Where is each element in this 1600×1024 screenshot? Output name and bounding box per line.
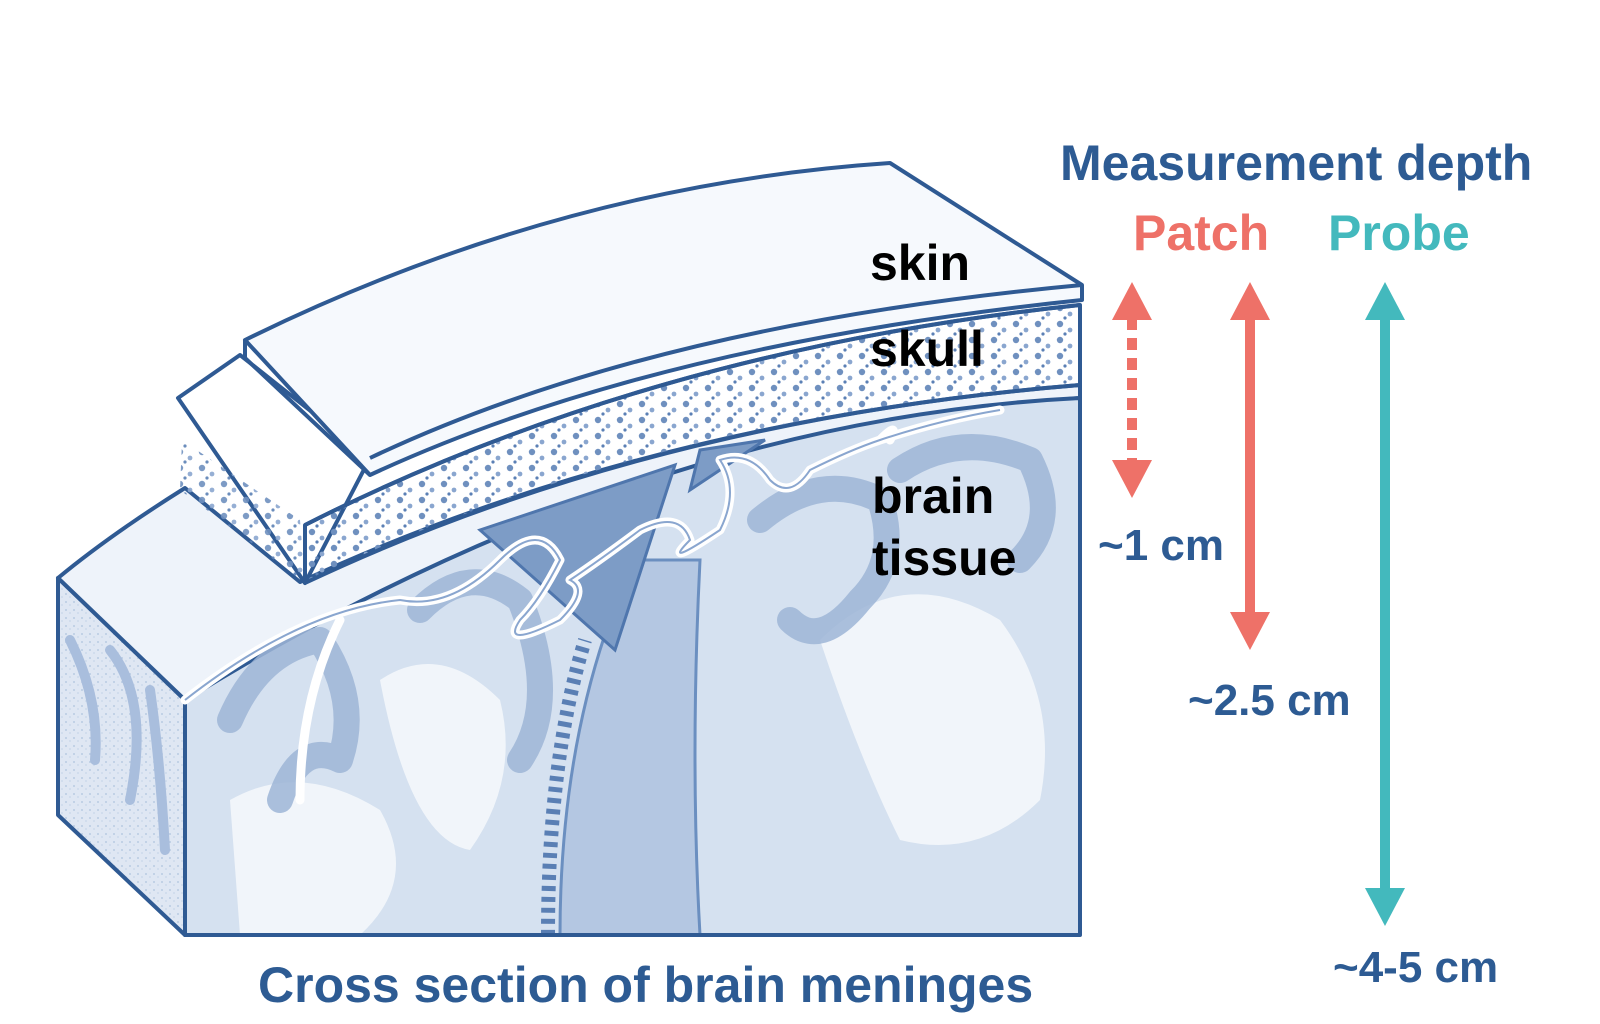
left-face-folds	[65, 635, 170, 855]
label-skull: skull	[870, 321, 984, 377]
probe-legend-label: Probe	[1328, 205, 1470, 261]
depth-label-2-5cm: ~2.5 cm	[1188, 676, 1351, 725]
probe-depth-arrow	[1365, 282, 1405, 926]
gyri-folds	[217, 434, 1056, 813]
skull-top-rim	[304, 303, 1081, 527]
label-tissue: tissue	[872, 530, 1017, 586]
label-brain: brain	[872, 468, 994, 524]
white-matter	[230, 594, 1045, 935]
skin-underside	[369, 283, 1083, 460]
blood-vessels-outline	[184, 409, 1001, 701]
patch-shallow-arrow	[1112, 282, 1152, 498]
label-skin: skin	[870, 235, 970, 291]
skull-end-dots	[180, 440, 305, 583]
patch-deep-arrow	[1230, 282, 1270, 650]
depth-label-4-5cm: ~4-5 cm	[1333, 943, 1498, 992]
skin-layer	[243, 161, 1084, 477]
skin-front-edge	[243, 340, 372, 477]
patch-legend-label: Patch	[1133, 205, 1269, 261]
depth-label-1cm: ~1 cm	[1098, 521, 1224, 570]
measurement-depth-title: Measurement depth	[1060, 135, 1532, 191]
diagram-caption: Cross section of brain meninges	[258, 957, 1033, 1013]
fissure-stripes	[541, 637, 592, 936]
central-fissure	[558, 558, 702, 937]
